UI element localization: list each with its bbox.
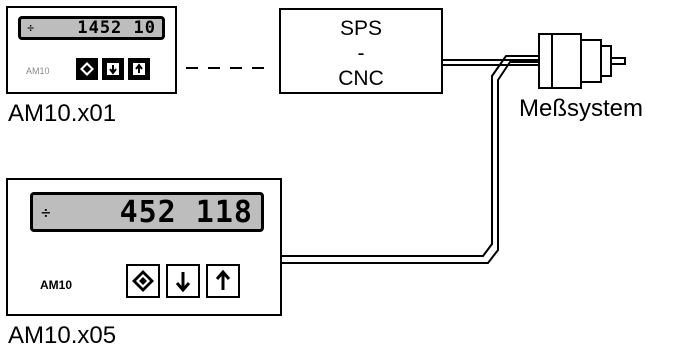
device-small-up-key[interactable]: [128, 58, 150, 80]
device-large-up-key[interactable]: [206, 264, 240, 298]
device-small-panel: ÷ 1452 10 AM10: [6, 6, 177, 94]
device-small-display-sign: ÷: [27, 21, 35, 35]
controller-line3: CNC: [338, 67, 384, 90]
set-key-icon: [132, 270, 154, 292]
device-small-display: ÷ 1452 10: [18, 16, 165, 40]
device-large-model-label: AM10.x05: [8, 322, 117, 349]
device-large-panel: ÷ 452 118 AM10: [6, 178, 282, 316]
device-small-down-key[interactable]: [102, 58, 124, 80]
sensor-label: Meßsystem: [519, 95, 644, 122]
device-large-display-value: 452 118: [119, 194, 253, 230]
cable-device-encoder-b: [282, 61, 540, 264]
device-large-display-sign: ÷: [41, 202, 51, 222]
up-arrow-icon: [133, 63, 145, 75]
device-large-down-key[interactable]: [166, 264, 200, 298]
device-large-set-key[interactable]: [126, 264, 160, 298]
controller-box: SPS - CNC: [279, 8, 443, 94]
controller-line2: -: [357, 42, 365, 65]
device-small-brand: AM10: [26, 66, 50, 76]
device-small-set-key[interactable]: [76, 58, 98, 80]
encoder-icon: [538, 33, 626, 89]
device-large-display: ÷ 452 118: [30, 192, 264, 232]
up-arrow-icon: [215, 269, 231, 290]
device-large-brand: AM10: [40, 278, 73, 292]
down-arrow-icon: [175, 272, 191, 293]
device-small-display-value: 1452 10: [77, 18, 156, 38]
controller-line1: SPS: [339, 17, 383, 40]
device-small-model-label: AM10.x01: [8, 100, 117, 127]
set-key-icon: [80, 62, 94, 76]
cable-device-encoder-a: [282, 55, 540, 257]
down-arrow-icon: [107, 63, 119, 75]
